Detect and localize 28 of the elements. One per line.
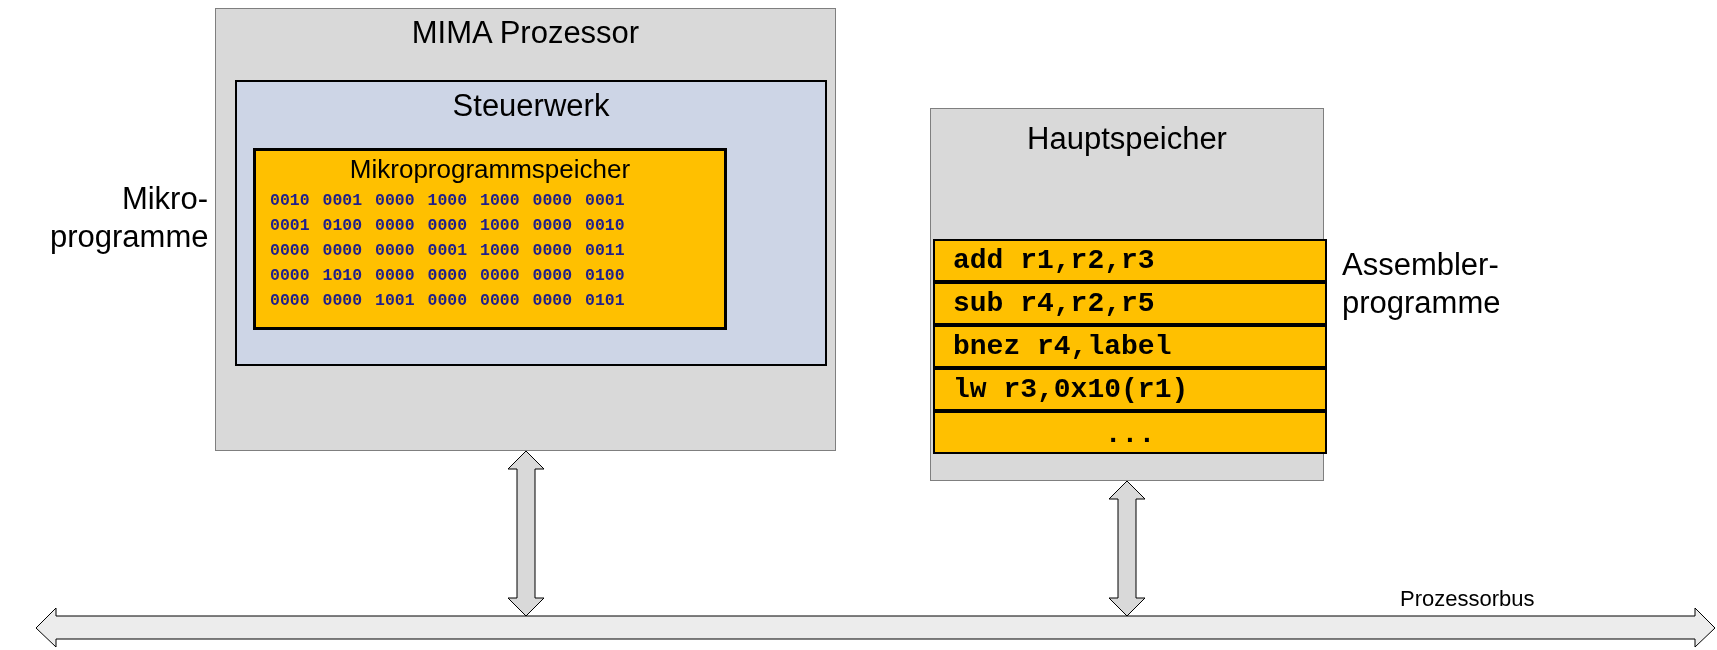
side-label: Mikro-programme — [50, 180, 208, 256]
instruction-text: add r1,r2,r3 — [952, 244, 1155, 278]
instruction-row — [933, 411, 1327, 454]
box-title: MIMA Prozessor — [410, 15, 641, 51]
binary-code-line: 0001 0100 0000 0000 1000 0000 0010 — [270, 216, 625, 235]
instruction-row — [933, 325, 1327, 368]
box-title: Mikroprogrammspeicher — [348, 154, 632, 185]
instruction-row — [933, 282, 1327, 325]
bus-label: Prozessorbus — [1400, 586, 1535, 612]
instruction-text: bnez r4,label — [952, 330, 1172, 364]
box-title: Hauptspeicher — [1026, 121, 1228, 157]
instruction-text: lw r3,0x10(r1) — [952, 373, 1189, 407]
binary-code-line: 0000 0000 1001 0000 0000 0000 0101 — [270, 291, 625, 310]
box-title: Steuerwerk — [451, 88, 611, 124]
instruction-row — [933, 239, 1327, 282]
side-label: Assembler-programme — [1342, 246, 1502, 322]
microprogram-memory-box — [253, 148, 727, 330]
double-arrow — [507, 450, 545, 617]
binary-code-line: 0000 0000 0000 0001 1000 0000 0011 — [270, 241, 625, 260]
instruction-text: sub r4,r2,r5 — [952, 287, 1155, 321]
control-unit-box — [235, 80, 827, 366]
binary-code-line: 0010 0001 0000 1000 1000 0000 0001 — [270, 191, 625, 210]
instruction-row — [933, 368, 1327, 411]
double-arrow — [1108, 480, 1146, 617]
instruction-text: ... — [1103, 418, 1157, 452]
processor-box — [215, 8, 836, 451]
main-memory-box — [930, 108, 1324, 481]
binary-code-line: 0000 1010 0000 0000 0000 0000 0100 — [270, 266, 625, 285]
